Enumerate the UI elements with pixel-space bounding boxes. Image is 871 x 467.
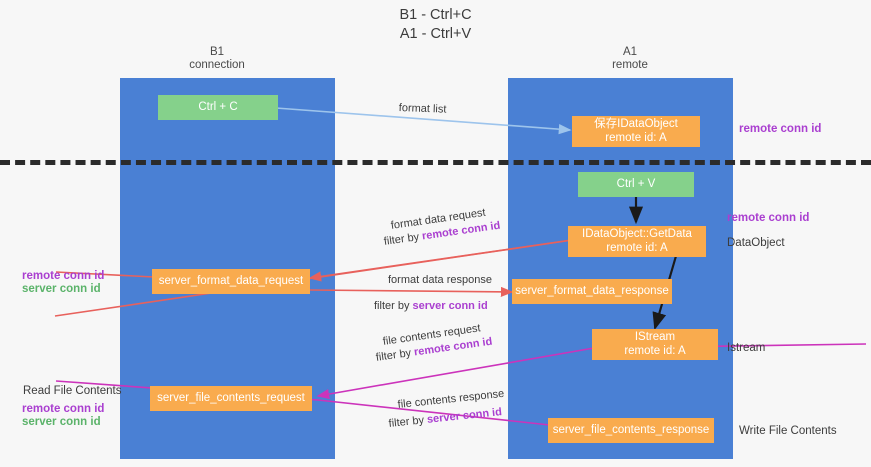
annotation-write-file-contents: Write File Contents <box>739 425 837 437</box>
filter-prefix-1: filter by <box>383 230 423 248</box>
annotation-left-remote-conn-id: remote conn id <box>22 270 105 282</box>
edge-label-format-list: format list <box>398 101 447 116</box>
annotation-dataobject: DataObject <box>727 237 785 249</box>
edge-label-format-data-response: format data response <box>388 274 492 286</box>
annotation-remote-conn-id-mid: remote conn id <box>727 212 810 224</box>
node-save-idataobject[interactable]: 保存IDataObject remote id: A <box>572 116 700 147</box>
node-server-format-data-response[interactable]: server_format_data_response <box>512 279 672 304</box>
filter-key-4: server conn id <box>426 406 503 426</box>
node-server-file-contents-response[interactable]: server_file_contents_response <box>548 418 714 443</box>
node-idataobject-getdata[interactable]: IDataObject::GetData remote id: A <box>568 226 706 257</box>
annotation-read-file-contents: Read File Contents <box>23 385 122 397</box>
annotation-left-server-conn-id-2: server conn id <box>22 416 101 428</box>
annotation-remote-conn-id-top: remote conn id <box>739 123 822 135</box>
section-divider <box>0 160 871 165</box>
annotation-left-remote-conn-id-2: remote conn id <box>22 403 105 415</box>
node-ctrl-c[interactable]: Ctrl + C <box>158 95 278 120</box>
lane-title-a1: A1 remote <box>612 46 648 71</box>
node-istream[interactable]: IStream remote id: A <box>592 329 718 360</box>
node-ctrl-v[interactable]: Ctrl + V <box>578 172 694 197</box>
filter-prefix-2: filter by <box>374 300 413 312</box>
lane-title-b1: B1 connection <box>189 46 245 71</box>
node-server-file-contents-request[interactable]: server_file_contents_request <box>150 386 312 411</box>
filter-prefix-4: filter by <box>388 413 428 430</box>
filter-prefix-3: filter by <box>375 346 415 364</box>
annotation-istream: Istream <box>727 342 766 354</box>
node-server-format-data-request[interactable]: server_format_data_request <box>152 269 310 294</box>
page-title: B1 - Ctrl+C A1 - Ctrl+V <box>399 7 472 42</box>
filter-key-2: server conn id <box>412 300 488 312</box>
annotation-left-server-conn-id: server conn id <box>22 283 101 295</box>
edge-label-format-data-response-filter: filter by server conn id <box>374 299 488 313</box>
